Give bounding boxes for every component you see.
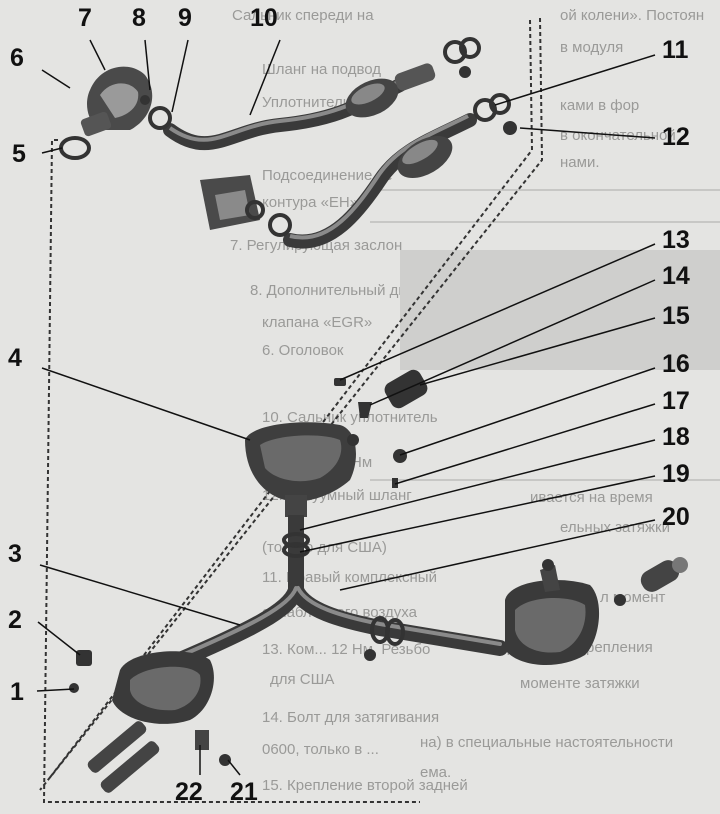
callout-3: 3 (8, 540, 22, 568)
bg-text-line: клапана «EGR» (262, 314, 373, 331)
bg-text-line: ками в фор (560, 97, 640, 114)
bg-text-line: ивается на время (530, 489, 653, 506)
bg-text-line: контура «EH» (262, 194, 359, 211)
rear-muffler-right (505, 557, 688, 666)
upper-pipe-right-bank (200, 113, 477, 249)
bg-text-line: нами. (560, 154, 600, 171)
bg-text-line: в модуля (560, 39, 624, 56)
callout-16: 16 (662, 350, 690, 378)
callout-11: 11 (662, 36, 689, 64)
rear-muffler-left (87, 651, 231, 793)
pipe-clamps-upper (443, 37, 517, 135)
callout-18: 18 (662, 423, 690, 451)
upper-pipe-left-bank (163, 63, 436, 151)
bg-text-line: 11. Правый комплексный (262, 569, 437, 586)
bg-text-line: 13. Ком... 12 Нм. Резьбо (262, 641, 431, 658)
y-pipe (172, 582, 508, 668)
bg-text-line: 15. Крепление второй задней (262, 777, 468, 794)
bg-text-line: 6. Оголовок (262, 342, 344, 359)
hanger-parts-left (69, 650, 92, 693)
callout-6: 6 (10, 44, 24, 72)
bg-text-line: ема. (420, 764, 452, 781)
bg-text-line: ой колени». Постоян (560, 7, 705, 24)
callout-2: 2 (8, 606, 22, 634)
bg-text-line: моменте затяжки (520, 675, 640, 692)
bg-text-line: 14. Болт для затягивания (262, 709, 440, 726)
center-muffler (245, 422, 359, 517)
callout-9: 9 (178, 4, 192, 32)
callout-19: 19 (662, 460, 690, 488)
callout-12: 12 (662, 123, 690, 151)
bg-text-line: 10. Сальник уплотнитель (262, 409, 438, 426)
exhaust-manifold-part (80, 66, 172, 137)
callout-13: 13 (662, 226, 690, 254)
callout-20: 20 (662, 503, 690, 531)
callout-21: 21 (230, 778, 258, 806)
y-pipe-clamps (364, 616, 405, 661)
bg-text-line: Шланг на подвод (262, 61, 382, 78)
bg-text-line: Подсоединение ве (262, 167, 393, 184)
callout-5: 5 (12, 140, 26, 168)
bg-text-line: 0600, только в ... (262, 741, 379, 758)
callout-17: 17 (662, 387, 690, 415)
connecting-pipe-vertical (282, 515, 310, 590)
bg-text-line: Сальник спереди на (232, 7, 374, 24)
bg-text-line: для США (270, 671, 335, 688)
callout-4: 4 (8, 344, 22, 372)
callout-1: 1 (10, 678, 24, 706)
callout-15: 15 (662, 302, 690, 330)
gasket-part (59, 136, 91, 160)
callout-22: 22 (175, 778, 203, 806)
callout-8: 8 (132, 4, 146, 32)
callout-7: 7 (78, 4, 92, 32)
callout-10: 10 (250, 4, 278, 32)
callout-14: 14 (662, 262, 690, 290)
bg-text-line: ельных затяжки (560, 519, 671, 536)
bg-text-line: на) в специальные настоятельности (420, 734, 674, 751)
dashed-outline (39, 17, 544, 803)
leader-lines (36, 39, 656, 776)
